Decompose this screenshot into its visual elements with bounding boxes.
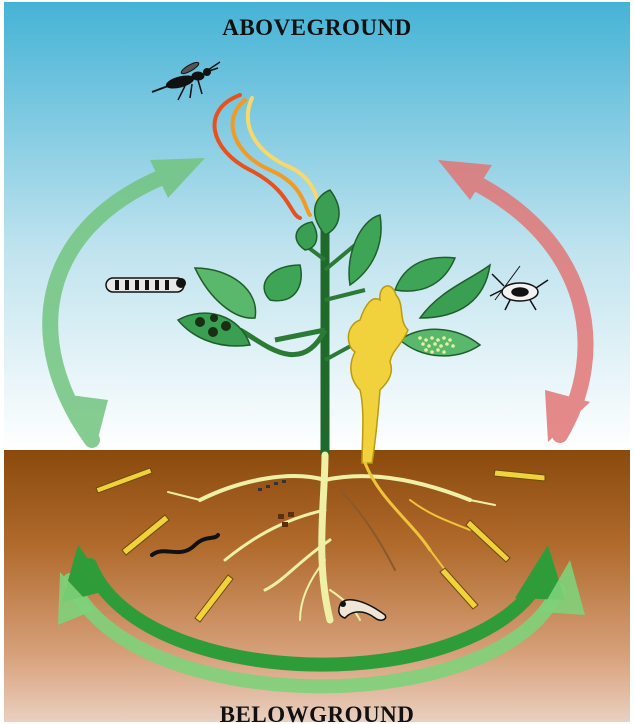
belowground-label: BELOWGROUND [220,702,415,724]
caterpillar-icon [106,278,186,292]
aboveground-label: ABOVEGROUND [222,15,412,40]
